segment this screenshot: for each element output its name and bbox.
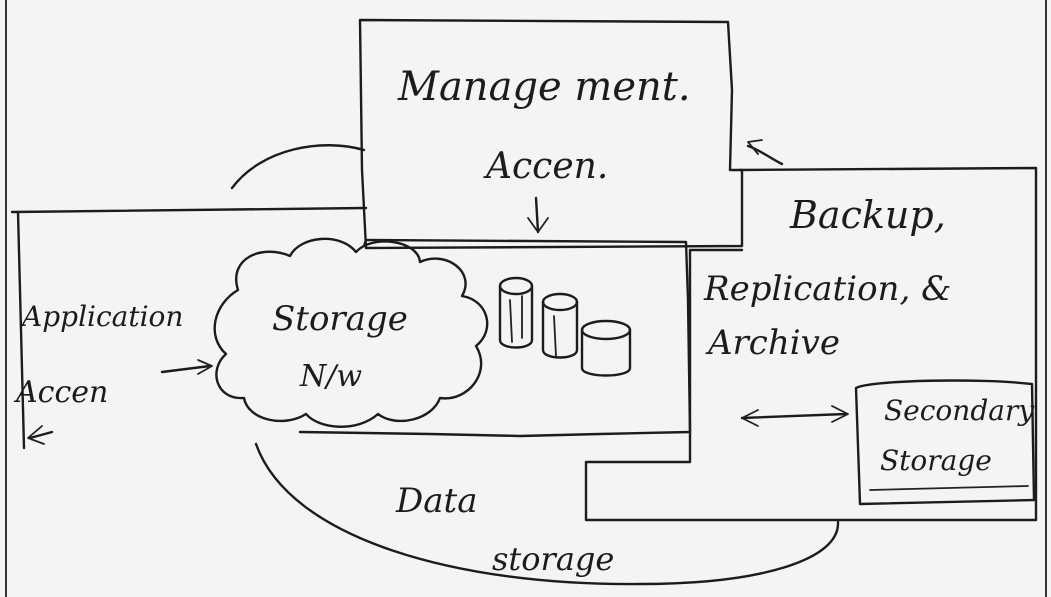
data-storage-curve xyxy=(254,442,840,586)
data-storage-label-2: storage xyxy=(492,540,614,578)
arrowhead-application xyxy=(197,359,213,375)
arrowhead-backup xyxy=(747,139,763,155)
arrowhead-down xyxy=(527,217,549,233)
arc-management-backup xyxy=(746,144,784,166)
secondary-storage-box xyxy=(854,379,1036,506)
application-top-line xyxy=(10,206,368,214)
backup-label-2: Replication, & xyxy=(703,269,951,309)
application-label-2: Accen xyxy=(13,375,108,410)
backup-label-3: Archive xyxy=(705,323,840,363)
arrowheads-backup-secondary xyxy=(741,405,849,427)
data-storage-label-1: Data xyxy=(395,481,477,521)
disk-cylinders xyxy=(498,276,632,377)
backup-box xyxy=(584,166,1038,522)
arrowhead-left xyxy=(27,425,45,445)
management-label-1: Manage ment. xyxy=(397,64,691,110)
arrow-down-management xyxy=(534,196,540,234)
arrow-application xyxy=(160,364,212,374)
storage-network-label-1: Storage xyxy=(272,299,408,339)
arrow-backup-secondary xyxy=(740,412,848,420)
storage-network-label-2: N/w xyxy=(299,359,362,394)
application-label-1: Application xyxy=(19,300,183,333)
arc-to-management xyxy=(230,144,366,190)
backup-label-1: Backup, xyxy=(789,193,946,237)
application-left-line xyxy=(16,210,26,450)
arrow-left-bottom xyxy=(28,430,54,440)
secondary-label-1: Secondary xyxy=(884,394,1035,427)
secondary-label-2: Storage xyxy=(880,444,992,477)
secondary-underline xyxy=(869,485,1029,491)
storage-network-cloud xyxy=(213,237,489,428)
management-label-2: Accen. xyxy=(483,146,608,187)
management-box xyxy=(358,18,744,250)
